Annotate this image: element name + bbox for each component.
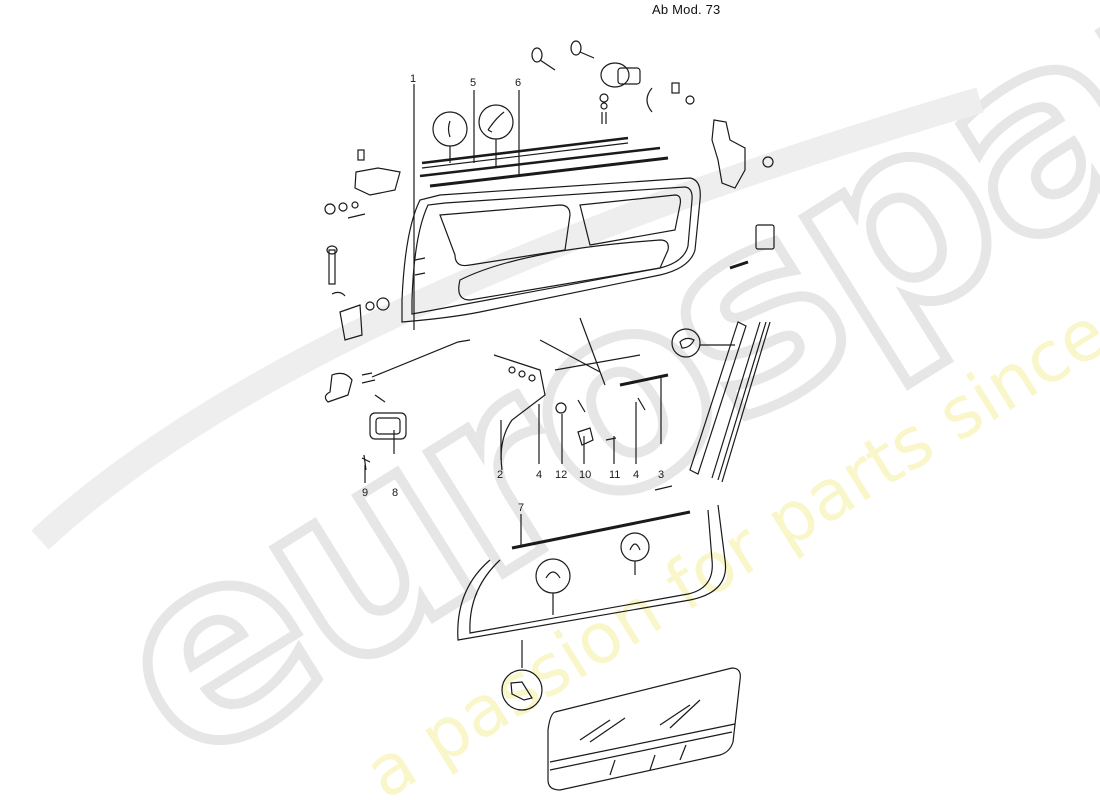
door-lock-cylinder[interactable] [599,62,695,124]
window-guide-rails[interactable] [671,321,771,483]
detail-circle-clip-5 [432,111,468,147]
callout-7[interactable]: 7 [518,502,524,514]
model-year-note: Ab Mod. 73 [652,2,721,17]
callout-12[interactable]: 12 [555,469,567,481]
callout-9[interactable]: 9 [362,487,368,499]
door-shell[interactable] [401,177,701,323]
detail-leaders-top [449,139,497,166]
door-latch[interactable] [711,119,775,270]
door-window-glass[interactable] [547,667,741,791]
callout-4b[interactable]: 4 [633,469,639,481]
window-strips[interactable] [419,136,669,188]
detail-circle-clip-6 [478,104,514,140]
door-weatherstrips[interactable] [457,504,727,711]
callout-6[interactable]: 6 [515,77,521,89]
callout-2[interactable]: 2 [497,469,503,481]
callout-leaders [364,84,662,546]
callout-8[interactable]: 8 [392,487,398,499]
callout-4a[interactable]: 4 [536,469,542,481]
screw-9[interactable] [361,454,371,471]
callout-5[interactable]: 5 [470,77,476,89]
handle-escutcheon[interactable] [369,412,407,440]
callout-1[interactable]: 1 [410,73,416,85]
window-regulator[interactable] [493,317,669,471]
door-keys[interactable] [531,40,595,71]
callout-3[interactable]: 3 [658,469,664,481]
door-hinge-parts[interactable] [324,149,401,341]
inner-door-handle[interactable] [324,339,471,403]
callout-11[interactable]: 11 [609,469,620,481]
callout-10[interactable]: 10 [579,469,591,481]
